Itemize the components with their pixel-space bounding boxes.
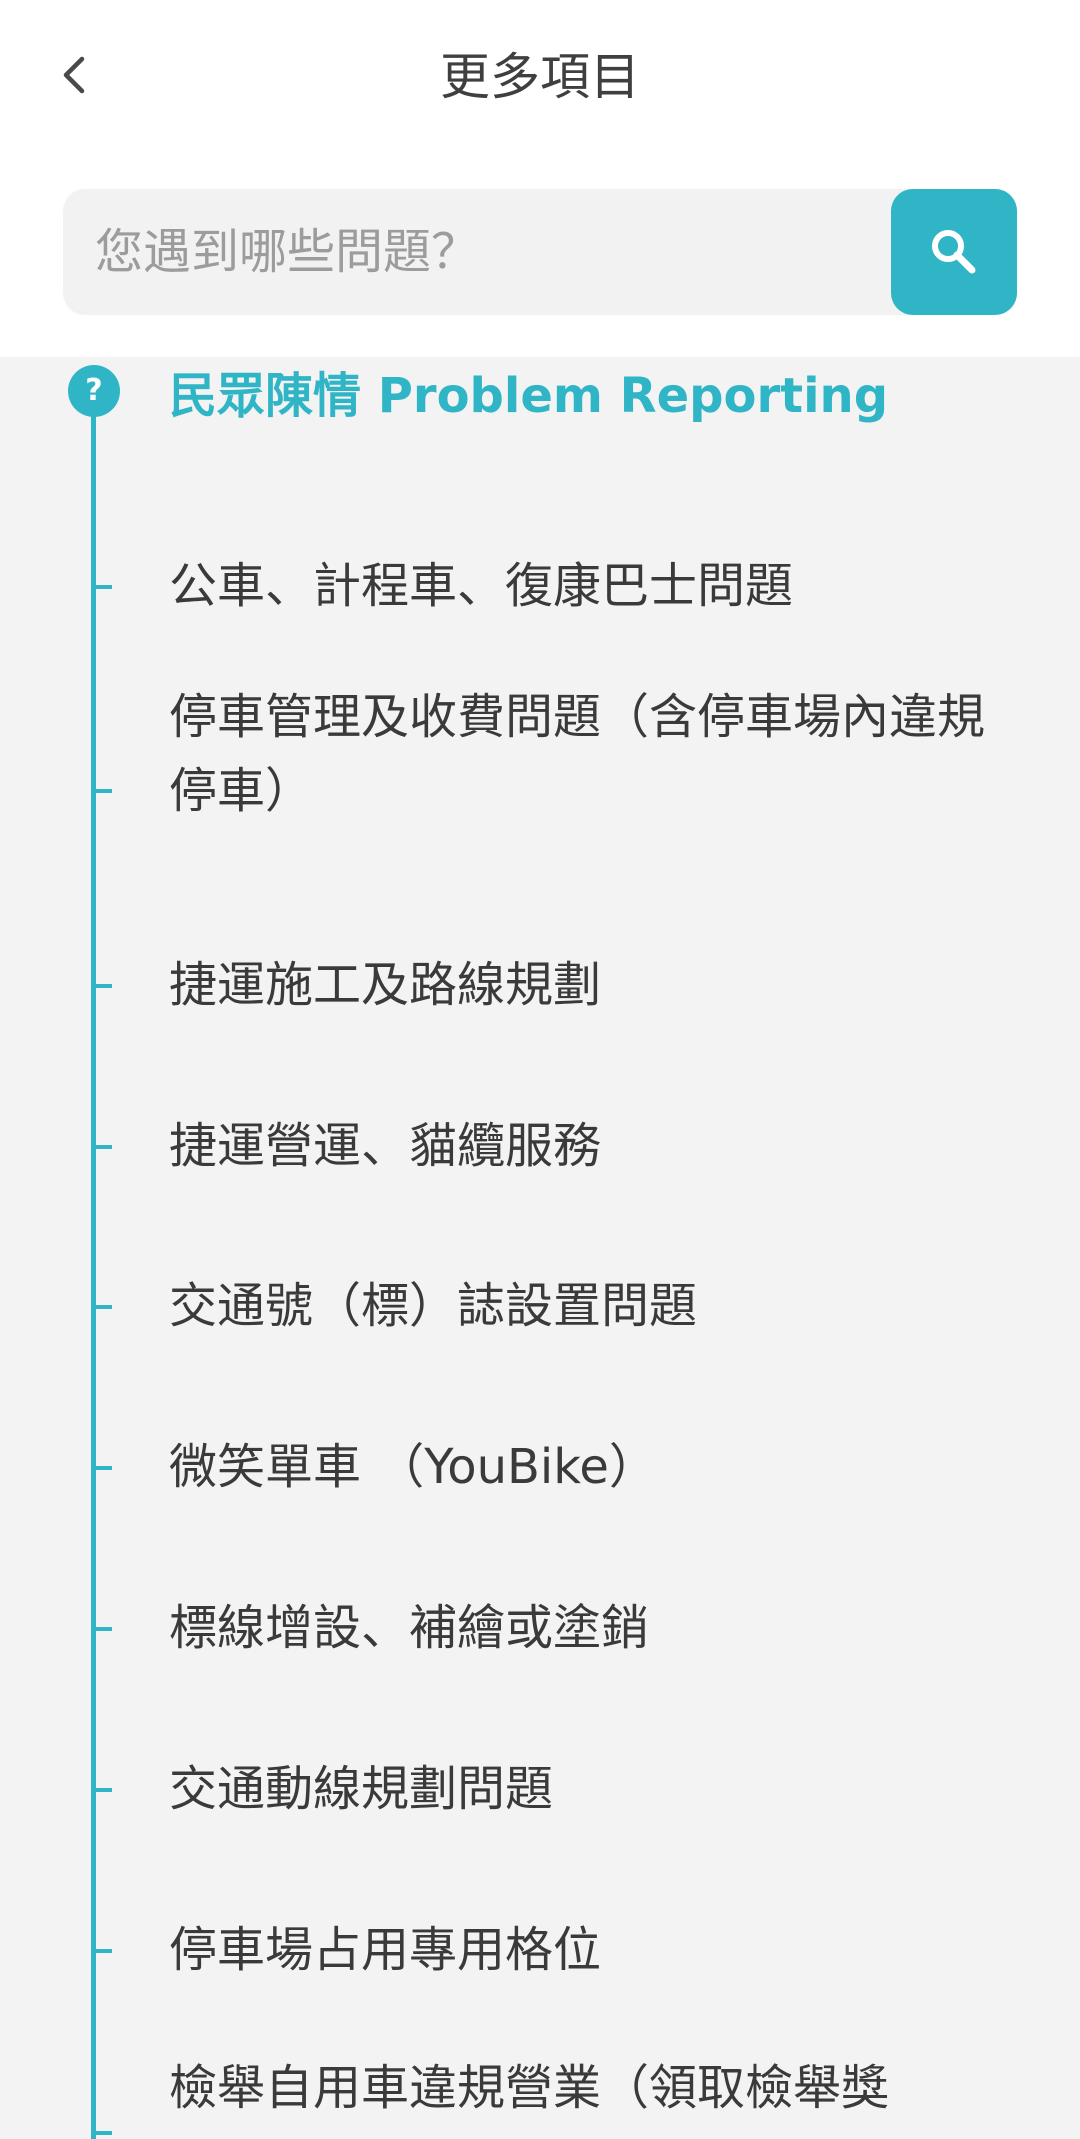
top-bar: 更多項目 xyxy=(0,0,1080,357)
search-button[interactable] xyxy=(891,189,1017,315)
search-input[interactable] xyxy=(63,189,893,315)
list-item[interactable]: 捷運施工及路線規劃 xyxy=(0,917,1080,1077)
list-item[interactable]: 檢舉自用車違規營業（領取檢舉獎 xyxy=(0,2043,1080,2139)
list-item[interactable]: 交通動線規劃問題 xyxy=(0,1721,1080,1883)
problem-list: ? 民眾陳情 Problem Reporting 公車、計程車、復康巴士問題 停… xyxy=(0,357,1080,2139)
list-item[interactable]: 微笑單車 （YouBike） xyxy=(0,1399,1080,1561)
search-bar xyxy=(63,189,1017,315)
list-item-label: 檢舉自用車違規營業（領取檢舉獎 xyxy=(169,2060,890,2116)
timeline-tick xyxy=(96,1145,112,1149)
list-item-label: 停車場占用專用格位 xyxy=(169,1922,602,1978)
list-item-label: 停車管理及收費問題（含停車場內違規停車） xyxy=(169,689,986,819)
timeline-tick xyxy=(96,1627,112,1631)
timeline-tick xyxy=(96,1788,112,1792)
timeline-tick xyxy=(96,585,112,589)
list-item-label: 捷運營運、貓纜服務 xyxy=(169,1118,602,1174)
timeline-line xyxy=(91,407,96,2139)
list-item-label: 公車、計程車、復康巴士問題 xyxy=(169,558,794,614)
timeline-tick xyxy=(96,984,112,988)
timeline-tick xyxy=(96,789,112,793)
chevron-left-icon xyxy=(63,56,85,94)
list-item[interactable]: 公車、計程車、復康巴士問題 xyxy=(0,527,1080,677)
list-item[interactable]: 停車場占用專用格位 xyxy=(0,1883,1080,2043)
list-item-label: 交通號（標）誌設置問題 xyxy=(169,1278,698,1334)
search-icon xyxy=(932,230,976,274)
list-item[interactable]: 停車管理及收費問題（含停車場內違規停車） xyxy=(0,677,1080,917)
list-item-label: 標線增設、補繪或塗銷 xyxy=(169,1600,650,1656)
list-item-label: 微笑單車 （YouBike） xyxy=(169,1439,657,1495)
list-item[interactable]: 捷運營運、貓纜服務 xyxy=(0,1077,1080,1239)
timeline-tick xyxy=(96,1466,112,1470)
list-item[interactable]: 標線增設、補繪或塗銷 xyxy=(0,1561,1080,1721)
timeline-tick xyxy=(96,1305,112,1309)
timeline-tick xyxy=(96,2131,112,2135)
list-item-label: 交通動線規劃問題 xyxy=(169,1761,554,1817)
back-button[interactable] xyxy=(44,40,104,110)
section-title[interactable]: 民眾陳情 Problem Reporting xyxy=(169,368,889,424)
page-title: 更多項目 xyxy=(440,48,640,106)
list-item-label: 捷運施工及路線規劃 xyxy=(169,957,602,1013)
question-icon: ? xyxy=(68,365,120,417)
timeline-tick xyxy=(96,1949,112,1953)
list-item[interactable]: 交通號（標）誌設置問題 xyxy=(0,1239,1080,1399)
